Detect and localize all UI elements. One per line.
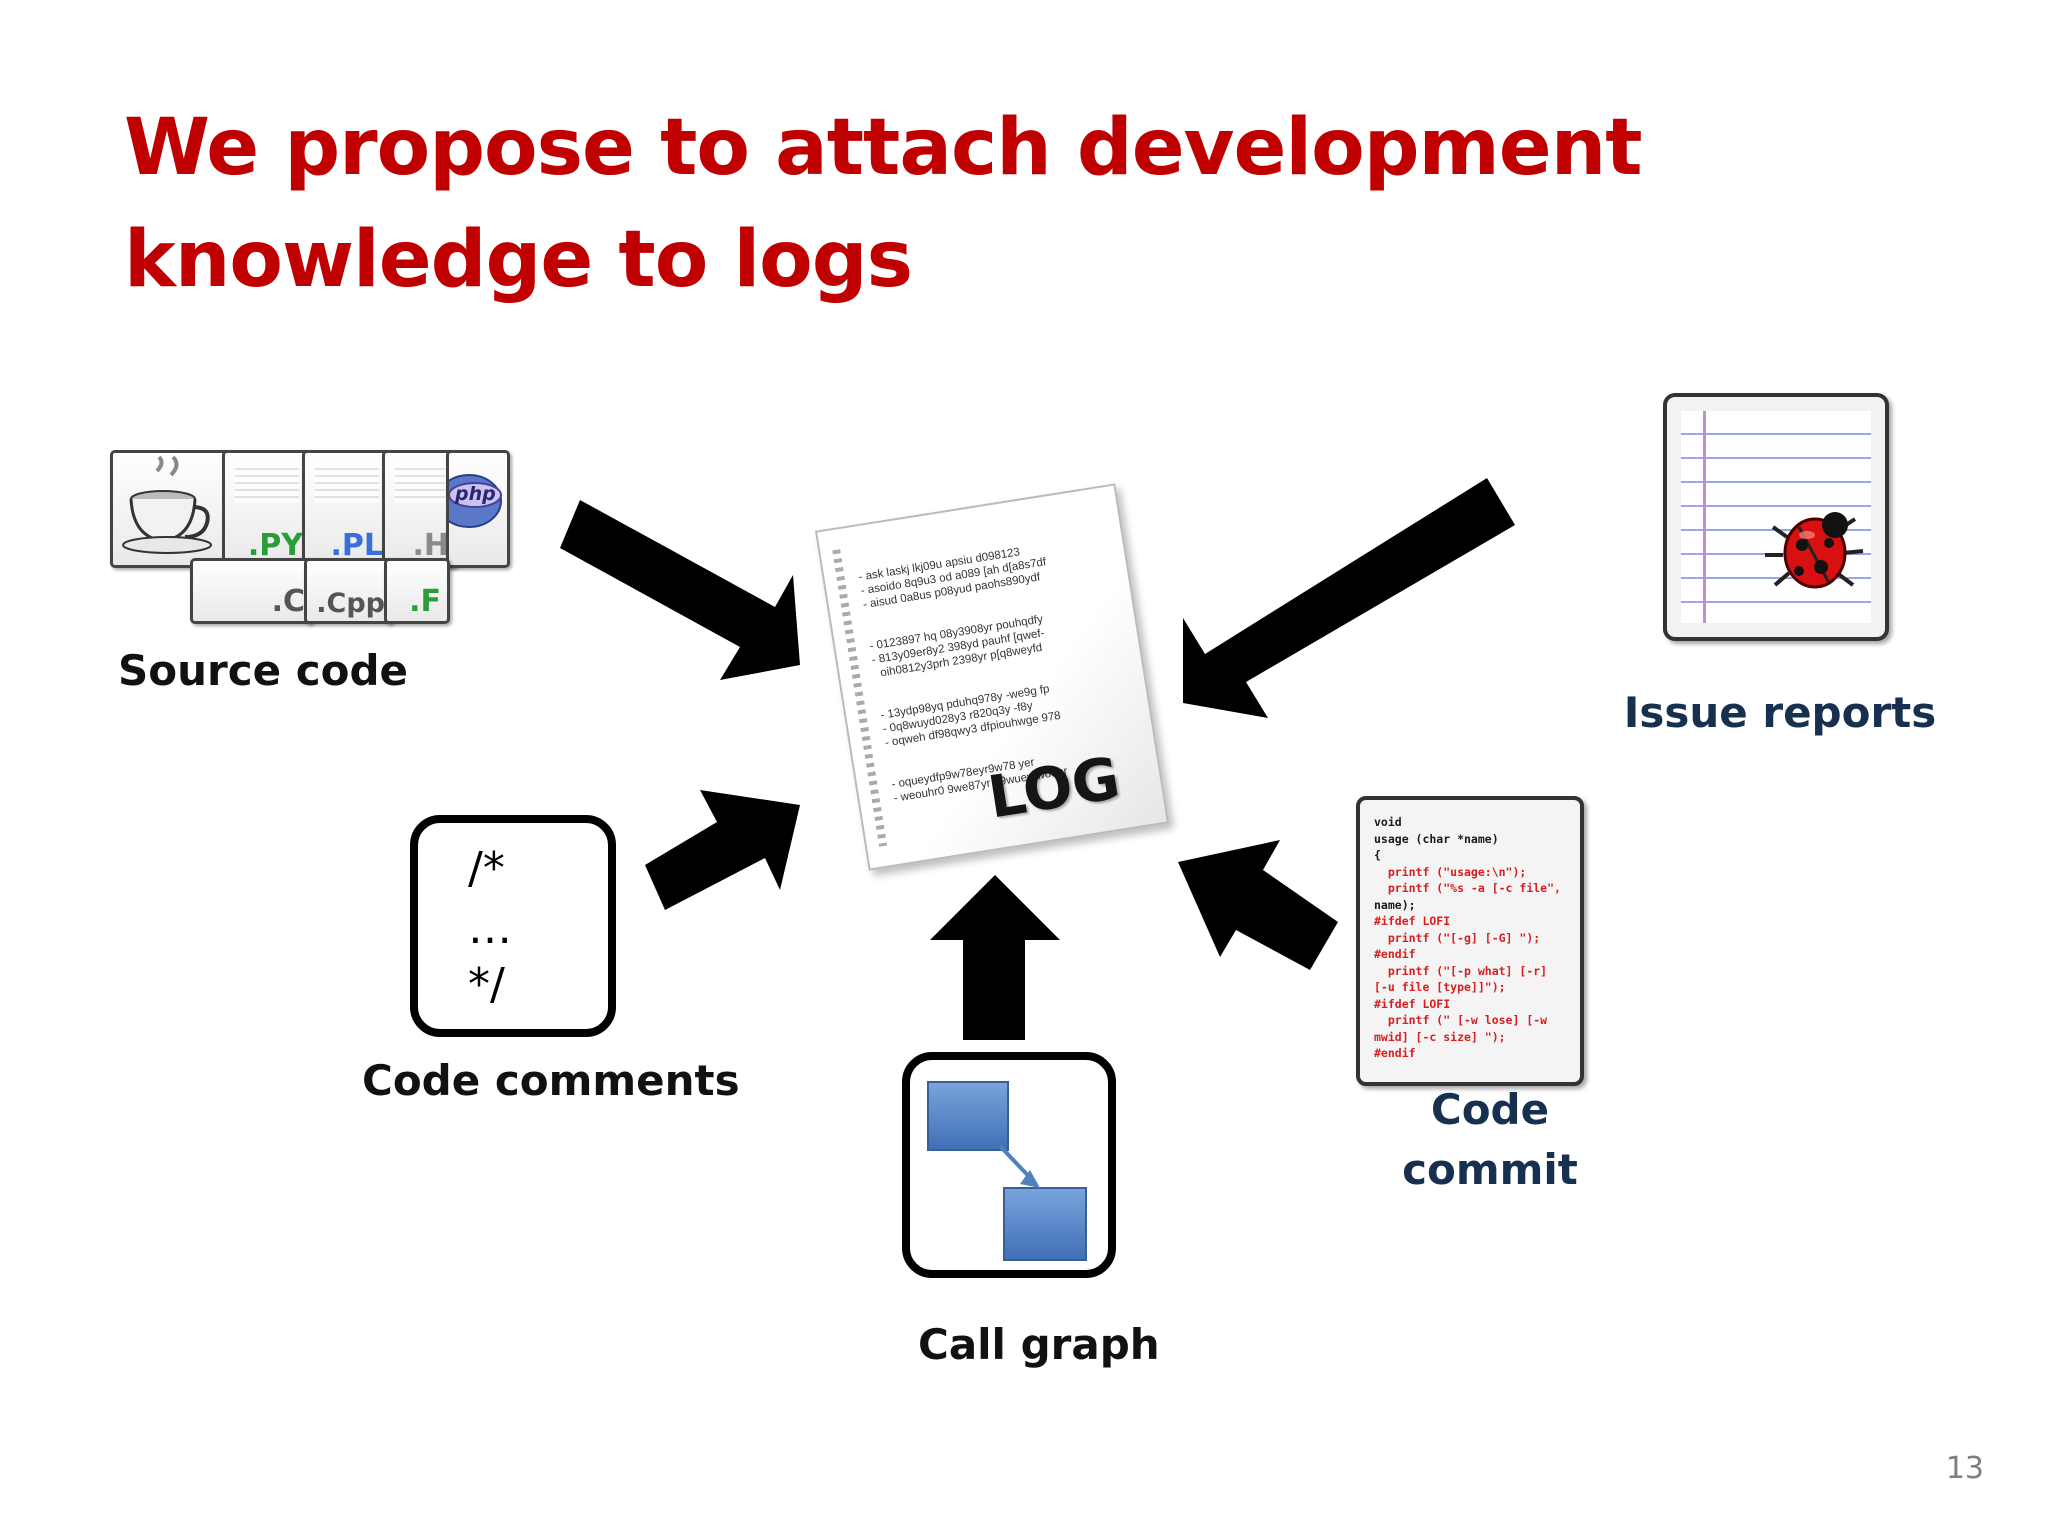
code-commit-label-line1: Code: [1430, 1085, 1550, 1134]
arrow-from-code-commit: [1178, 840, 1338, 970]
pl-file-icon: .PL: [302, 450, 392, 568]
pl-extension: .PL: [330, 528, 384, 563]
java-coffee-cup-icon: [110, 450, 232, 568]
py-extension: .PY: [247, 528, 303, 563]
commit-code-line: [-u file [type]]");: [1374, 980, 1506, 994]
code-commit-snippet: void usage (char *name) { printf ("usage:\…: [1356, 796, 1584, 1086]
commit-code-line: #endif: [1374, 1046, 1416, 1060]
comment-close: */: [468, 959, 505, 1010]
cpp-extension: .Cpp: [316, 588, 385, 619]
log-document-icon: - ask laskj lkj09u apsiu d098123- asoido…: [814, 483, 1170, 871]
source-code-label: Source code: [118, 646, 409, 695]
code-comments-box: /* … */: [410, 815, 616, 1037]
f-file-icon: .F: [384, 558, 450, 624]
c-extension: .C: [271, 584, 305, 619]
php-badge-icon: php: [446, 450, 510, 568]
commit-code-line: usage (char *name): [1374, 831, 1499, 846]
php-badge-text: php: [455, 483, 496, 505]
commit-code-line: #ifdef LOFI: [1374, 914, 1451, 928]
arrow-from-issue-reports: [1183, 478, 1515, 718]
comment-open: /*: [468, 843, 505, 894]
commit-code-line: #ifdef LOFI: [1374, 996, 1451, 1011]
page-number: 13: [1945, 1451, 1984, 1486]
code-commit-label-line2: commit: [1402, 1145, 1578, 1194]
commit-code-line: mwid] [-c size] ");: [1374, 1029, 1506, 1044]
ladybug-icon: [1663, 393, 1889, 641]
f-extension: .F: [409, 584, 441, 619]
commit-code-line: printf ("[-p what] [-r]: [1374, 963, 1548, 978]
commit-code-lines: void usage (char *name) { printf ("usage:\…: [1374, 814, 1561, 1062]
commit-code-line: printf ("[-g] [-G] ");: [1374, 930, 1541, 945]
arrow-from-code-comments: [645, 790, 800, 910]
commit-code-line: printf ("%s -a [-c file",: [1374, 881, 1561, 895]
call-graph-label: Call graph: [918, 1320, 1160, 1369]
commit-code-line: {: [1374, 848, 1381, 862]
commit-code-line: printf (" [-w lose] [-w: [1374, 1013, 1548, 1027]
code-commit-label: Code commit: [1390, 1080, 1590, 1200]
code-comments-label: Code comments: [362, 1056, 740, 1105]
c-file-icon: .C: [190, 558, 314, 624]
commit-code-line: printf ("usage:\n");: [1374, 864, 1527, 879]
issue-reports-label: Issue reports: [1623, 688, 1937, 737]
py-file-icon: .PY: [222, 450, 312, 568]
arrow-from-source-code: [560, 500, 800, 680]
call-graph-node-callee: [1003, 1187, 1087, 1261]
call-graph-box: [902, 1052, 1116, 1278]
call-graph-node-caller: [927, 1081, 1009, 1151]
source-code-icons: .PY .PL .H php .C .Cpp .F: [110, 448, 510, 624]
commit-code-line: void: [1374, 815, 1402, 829]
h-extension: .H: [412, 528, 449, 563]
cpp-file-icon: .Cpp: [304, 558, 394, 624]
commit-code-line: name);: [1374, 897, 1416, 912]
arrow-from-call-graph: [930, 875, 1060, 1040]
slide-title: We propose to attach development knowled…: [124, 103, 1643, 305]
commit-code-line: #endif: [1374, 947, 1416, 961]
comment-ellipsis: …: [468, 903, 512, 954]
